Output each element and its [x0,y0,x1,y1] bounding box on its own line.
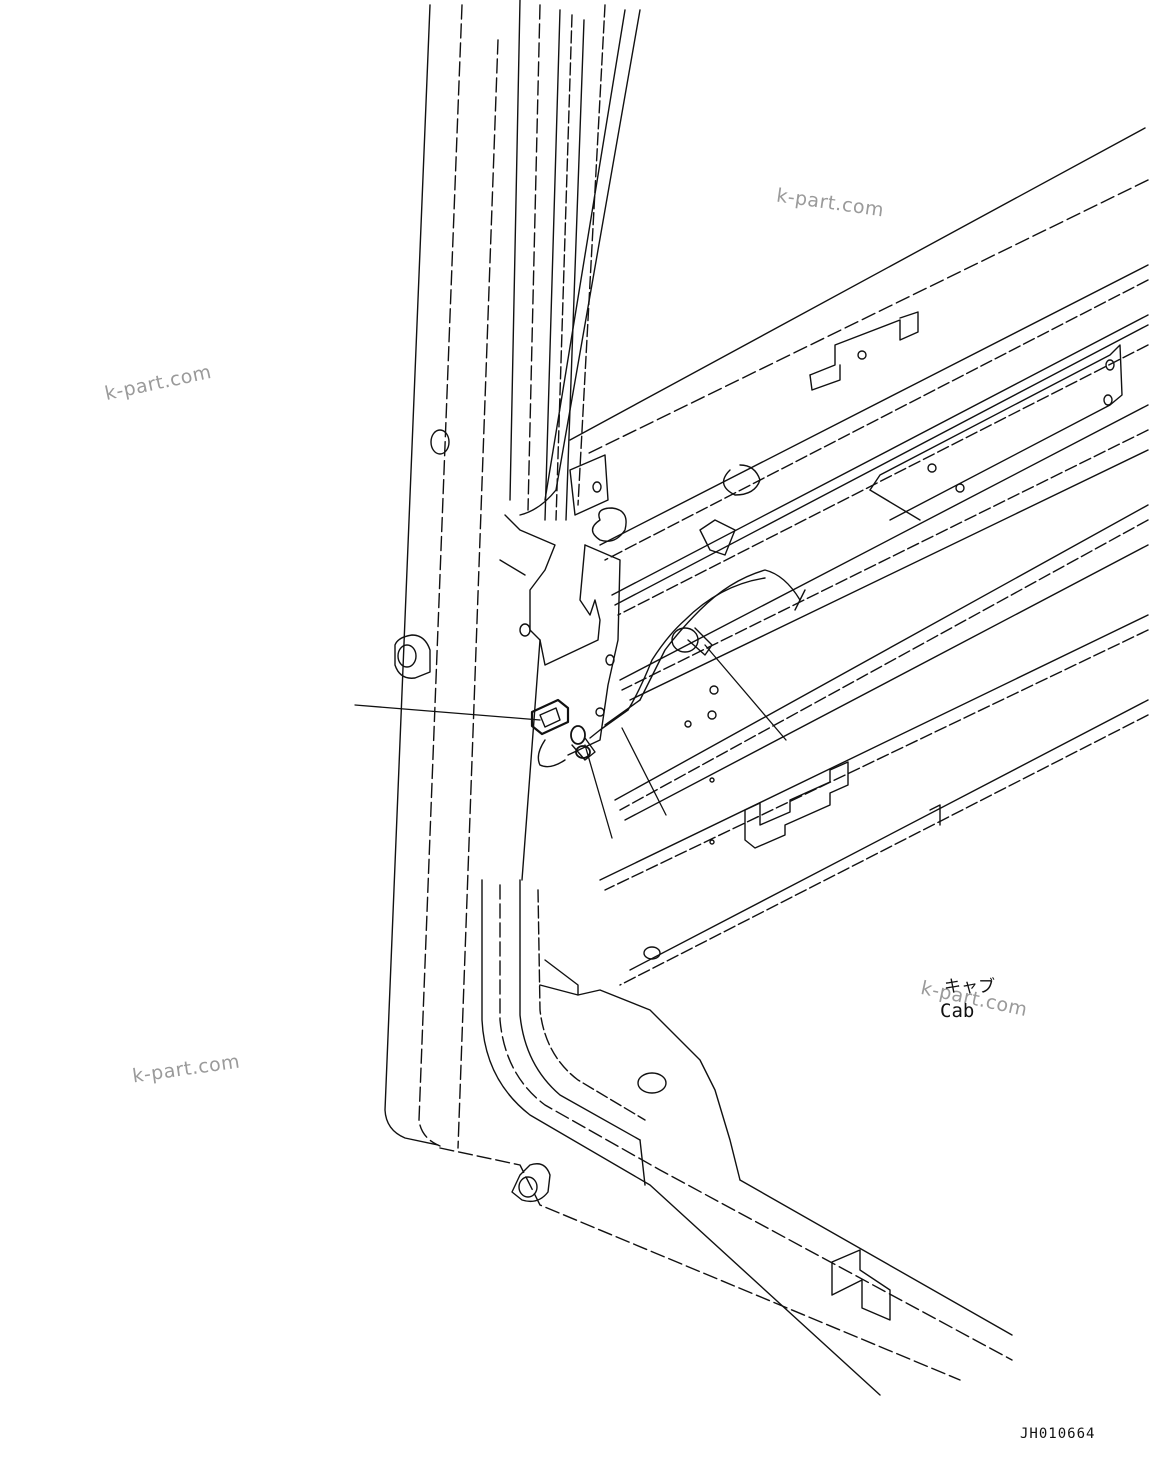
roof-frame [569,127,1149,986]
bottom-frame [439,879,1013,1396]
cab-label-jp: キャブ [944,977,995,997]
clip [570,725,596,761]
inner-pillar [499,514,621,881]
clamp-square [530,698,570,736]
drawing-code: JH010664 [1020,1426,1096,1442]
leader-lines [354,644,787,839]
pillar-bolt [394,634,431,679]
lower-brackets [643,685,941,960]
hose-assembly [537,569,806,768]
upper-brackets [809,311,1123,521]
left-pillar [384,0,641,1149]
cab-label-en: Cab [940,1000,975,1022]
hooks [569,454,761,556]
